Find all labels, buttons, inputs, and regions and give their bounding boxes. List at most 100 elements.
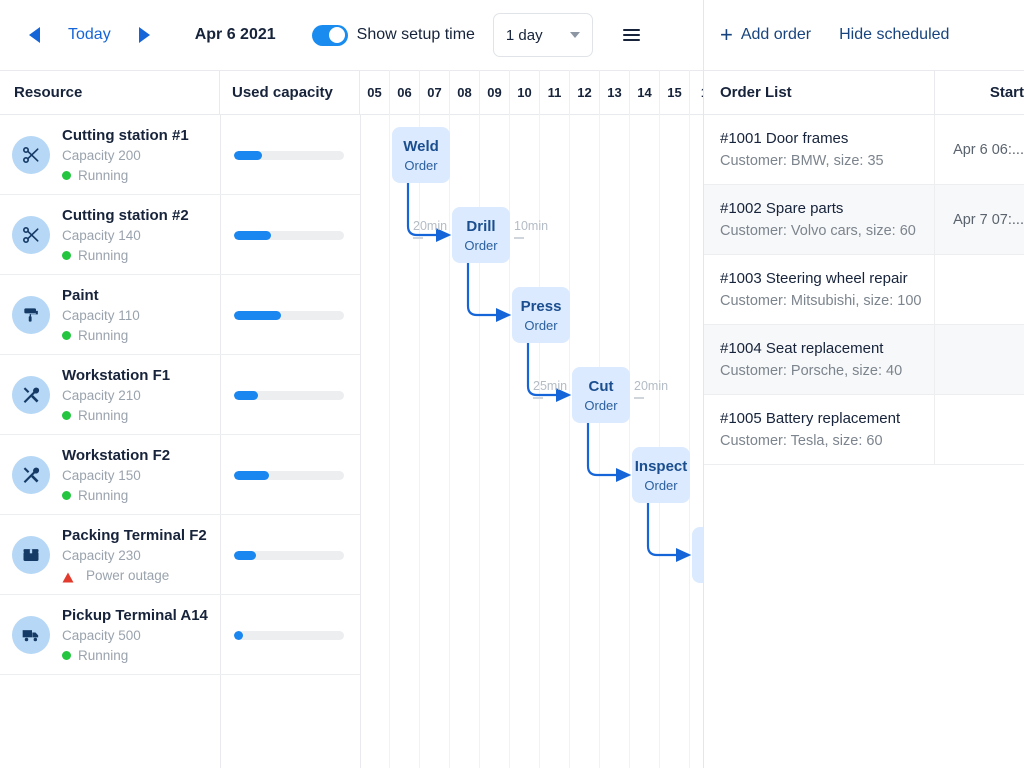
gantt-task-bar[interactable] <box>692 527 703 583</box>
timeline-grid-column <box>450 115 480 768</box>
column-header-order-list: Order List <box>720 84 792 101</box>
setup-time-rule <box>413 237 423 239</box>
timeline-tick: 12 <box>570 70 600 115</box>
capacity-bar-track <box>234 150 344 160</box>
timeline-grid-column <box>420 115 450 768</box>
timeline-grid-column <box>540 115 570 768</box>
dependency-arrow <box>406 183 452 243</box>
status-dot-icon <box>62 331 71 340</box>
capacity-bar-fill <box>234 470 270 480</box>
order-title: #1001 Door frames <box>720 129 849 147</box>
resource-status: Running <box>62 408 220 423</box>
prev-day-button[interactable] <box>14 15 54 55</box>
scissors-icon <box>12 215 50 254</box>
resource-name: Workstation F2 <box>62 447 171 464</box>
gantt-task-title: Drill <box>466 217 496 235</box>
resource-status-label: Running <box>78 328 129 343</box>
timeline-tick: 1 <box>690 70 703 115</box>
show-setup-time-toggle[interactable]: Show setup time <box>311 24 475 46</box>
order-title: #1005 Battery replacement <box>720 409 901 427</box>
order-start-cell <box>934 254 1024 325</box>
capacity-bar-track <box>234 310 344 320</box>
gantt-task-subtitle: Order <box>464 237 498 253</box>
timeline-tick: 10 <box>510 70 540 115</box>
status-dot-icon <box>62 651 71 660</box>
timeline-grid-column <box>660 115 690 768</box>
timeline-tick: 07 <box>420 70 450 115</box>
capacity-bar-fill <box>234 550 256 560</box>
gantt-task-subtitle: Order <box>524 317 558 333</box>
order-subtitle: Customer: Volvo cars, size: 60 <box>720 222 916 239</box>
column-divider-resource <box>220 115 221 768</box>
capacity-bar-fill <box>234 390 259 400</box>
zoom-level-select[interactable]: 1 day <box>492 13 593 57</box>
current-date-label: Apr 6 2021 <box>194 26 276 43</box>
timeline-tick-header: 05060708091011121314151 <box>360 70 703 115</box>
chevron-left-icon <box>28 27 40 43</box>
resource-name: Workstation F1 <box>62 367 171 384</box>
timeline-grid-column <box>510 115 540 768</box>
capacity-bar-track <box>234 470 344 480</box>
status-dot-icon <box>62 411 71 420</box>
add-order-button[interactable]: + Add order <box>720 24 812 46</box>
today-button[interactable]: Today <box>68 26 111 43</box>
toggle-switch[interactable] <box>311 24 348 46</box>
hamburger-menu-button[interactable] <box>615 18 649 52</box>
resource-capacity: Capacity 200 <box>62 148 141 163</box>
next-day-button[interactable] <box>125 15 165 55</box>
capacity-bar-track <box>234 230 344 240</box>
tools-icon <box>12 455 50 494</box>
status-dot-icon <box>62 251 71 260</box>
timeline-grid <box>360 115 703 768</box>
resource-status: Running <box>62 168 220 183</box>
menu-line <box>623 39 641 42</box>
timeline-grid-column <box>390 115 420 768</box>
timeline-grid-column <box>570 115 600 768</box>
timeline-grid-column <box>360 115 390 768</box>
resource-status: Running <box>62 648 220 663</box>
paint-roller-icon <box>12 295 50 334</box>
resource-status-label: Running <box>78 648 129 663</box>
hide-scheduled-button[interactable]: Hide scheduled <box>839 26 950 43</box>
gantt-scheduler-panel: Today Apr 6 2021 Show setup time 1 day R… <box>0 0 704 768</box>
column-divider-capacity <box>360 115 361 768</box>
resource-name: Cutting station #2 <box>62 207 189 224</box>
resource-capacity: Capacity 500 <box>62 628 141 643</box>
zoom-level-value: 1 day <box>505 26 543 44</box>
setup-time-label: 25min <box>533 379 568 393</box>
capacity-bar-fill <box>234 630 243 640</box>
setup-time-rule <box>514 237 524 239</box>
dependency-arrow <box>466 263 512 323</box>
order-subtitle: Customer: Mitsubishi, size: 100 <box>720 292 922 309</box>
resource-status-label: Running <box>78 248 129 263</box>
add-order-label: Add order <box>740 26 812 43</box>
